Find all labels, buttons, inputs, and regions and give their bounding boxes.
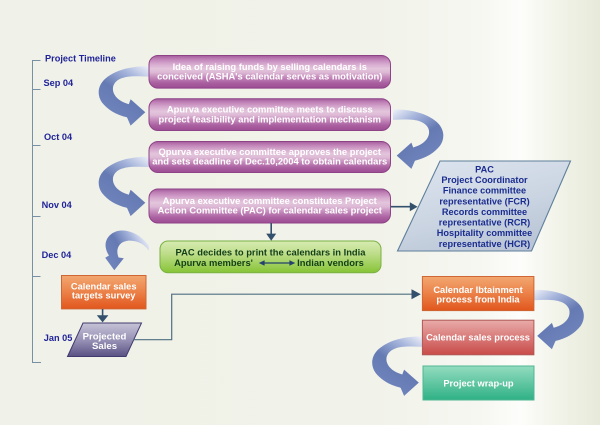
svg-text:Project Timeline: Project Timeline [45,53,116,63]
svg-text:targets survey: targets survey [72,291,136,301]
svg-text:and sets deadline of Dec.10,20: and sets deadline of Dec.10,2004 to obta… [152,156,387,167]
svg-text:Project wrap-up: Project wrap-up [443,379,514,389]
svg-text:project feasibility and implem: project feasibility and implementation m… [159,113,381,124]
svg-text:process from India: process from India [436,294,520,304]
svg-text:Project Coordinator: Project Coordinator [441,175,528,185]
svg-text:Indian vendors: Indian vendors [297,257,364,268]
svg-text:Apurva members': Apurva members' [174,257,253,268]
svg-text:Projected: Projected [83,332,127,343]
svg-text:representative (FCR): representative (FCR) [439,196,529,206]
svg-text:Apurva executive committee con: Apurva executive committee constitutes P… [163,195,377,206]
svg-text:conceived (ASHA's calendar ser: conceived (ASHA's calendar serves as mot… [157,71,382,82]
svg-text:Calendar Ibtainment: Calendar Ibtainment [433,285,522,295]
svg-text:Apurva executive committee mee: Apurva executive committee meets to disc… [167,104,373,115]
svg-text:Sales: Sales [92,341,117,352]
svg-text:Oct 04: Oct 04 [44,132,73,142]
svg-text:Calendar sales: Calendar sales [71,282,137,292]
svg-text:PAC: PAC [475,164,494,174]
svg-text:Calendar sales process: Calendar sales process [426,333,530,343]
svg-text:Sep 04: Sep 04 [44,78,75,88]
svg-text:Qpurva executive committee app: Qpurva executive committee approves the … [159,146,381,157]
svg-text:representative (HCR): representative (HCR) [439,239,530,249]
svg-text:Idea of raising funds by selli: Idea of raising funds by selling calenda… [173,61,367,72]
svg-text:representative (RCR): representative (RCR) [439,218,530,228]
svg-text:Finance committee: Finance committee [443,186,526,196]
svg-text:Hospitality committee: Hospitality committee [437,228,532,238]
svg-text:Jan 05: Jan 05 [44,333,73,343]
svg-text:Dec 04: Dec 04 [42,250,73,260]
svg-text:PAC decides to print the calen: PAC decides to print the calendars in In… [176,247,367,258]
svg-text:Action Committee (PAC) for cal: Action Committee (PAC) for calendar sale… [158,205,382,216]
svg-text:Records committee: Records committee [442,207,527,217]
svg-text:Nov 04: Nov 04 [42,200,73,210]
